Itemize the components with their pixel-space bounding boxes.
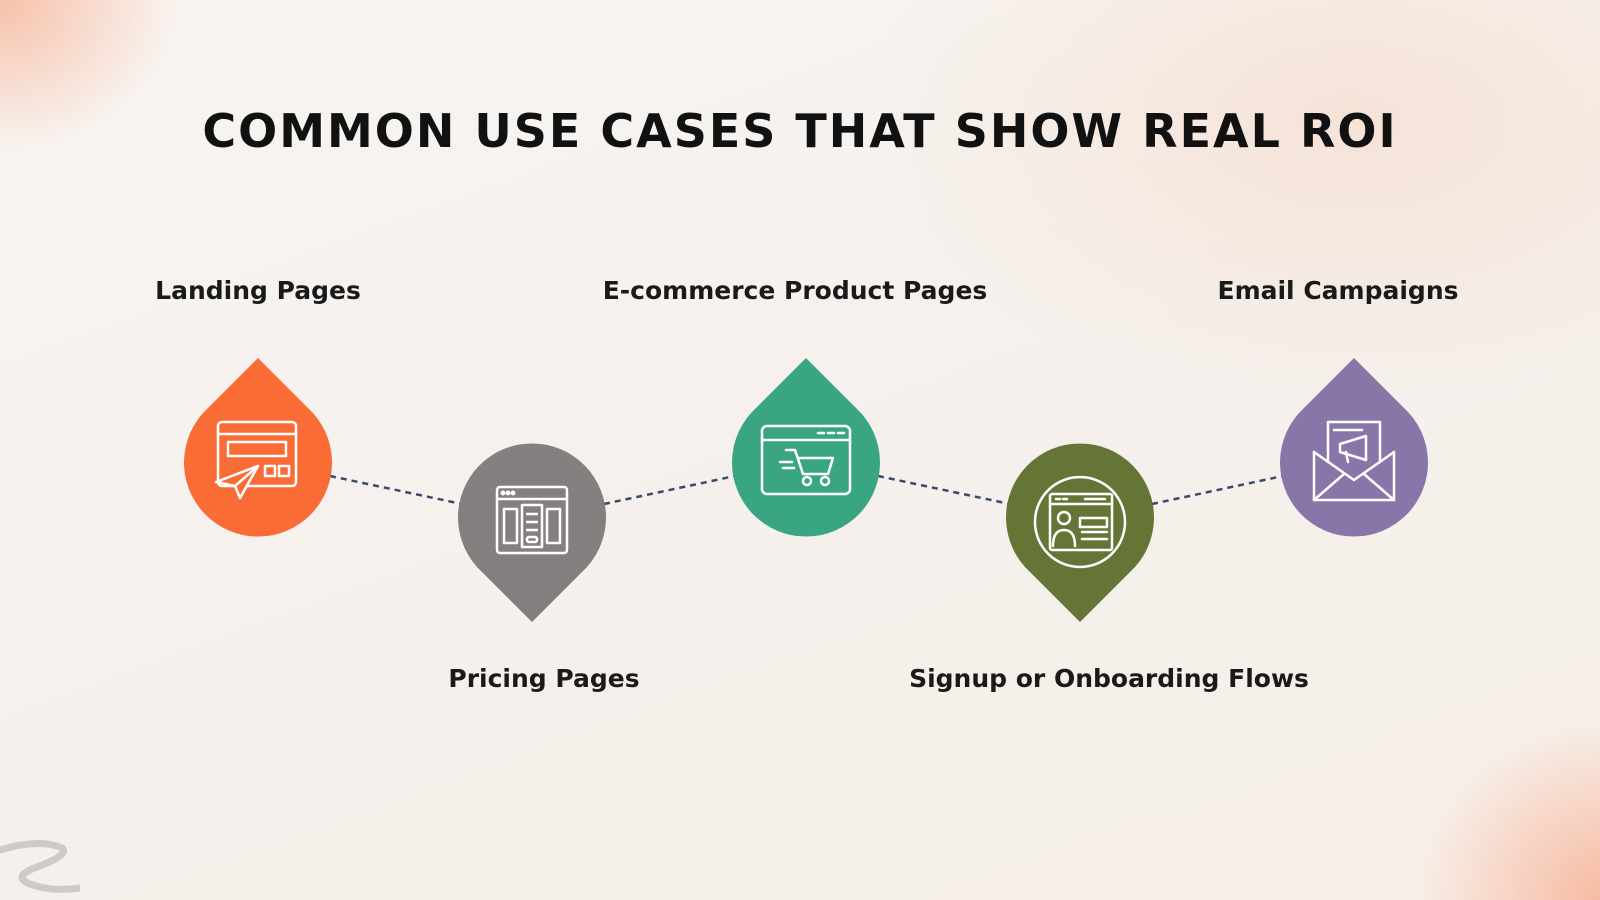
timeline-connectors [329, 474, 1284, 506]
step-marker-ecommerce-product-pages [731, 358, 880, 537]
step-label-landing-pages: Landing Pages [155, 276, 361, 305]
signup-form-icon [1033, 475, 1127, 569]
decorative-squiggle [0, 840, 80, 893]
step-marker-landing-pages [184, 358, 332, 537]
page-title: COMMON USE CASES THAT SHOW REAL ROI [202, 104, 1398, 158]
step-label-email-campaigns: Email Campaigns [1217, 276, 1459, 305]
connector-2 [603, 474, 736, 506]
connector-3 [877, 474, 1011, 506]
connector-1 [329, 474, 463, 506]
marker-shape [1006, 443, 1154, 622]
marker-shape [731, 358, 880, 537]
step-marker-signup-onboarding-flows [1006, 443, 1154, 622]
step-label-signup-onboarding-flows: Signup or Onboarding Flows [909, 664, 1309, 693]
marker-shape [458, 443, 607, 622]
landing-page-icon [214, 420, 298, 500]
step-label-ecommerce-product-pages: E-commerce Product Pages [602, 276, 988, 305]
pricing-table-icon [495, 485, 569, 555]
step-marker-pricing-pages [458, 443, 607, 622]
step-marker-email-campaigns [1280, 358, 1428, 537]
step-label-pricing-pages: Pricing Pages [448, 664, 640, 693]
marker-shape [184, 358, 332, 537]
shopping-cart-icon [760, 424, 852, 496]
marker-shape [1280, 358, 1428, 537]
connector-4 [1151, 474, 1284, 506]
email-megaphone-icon [1312, 420, 1396, 502]
